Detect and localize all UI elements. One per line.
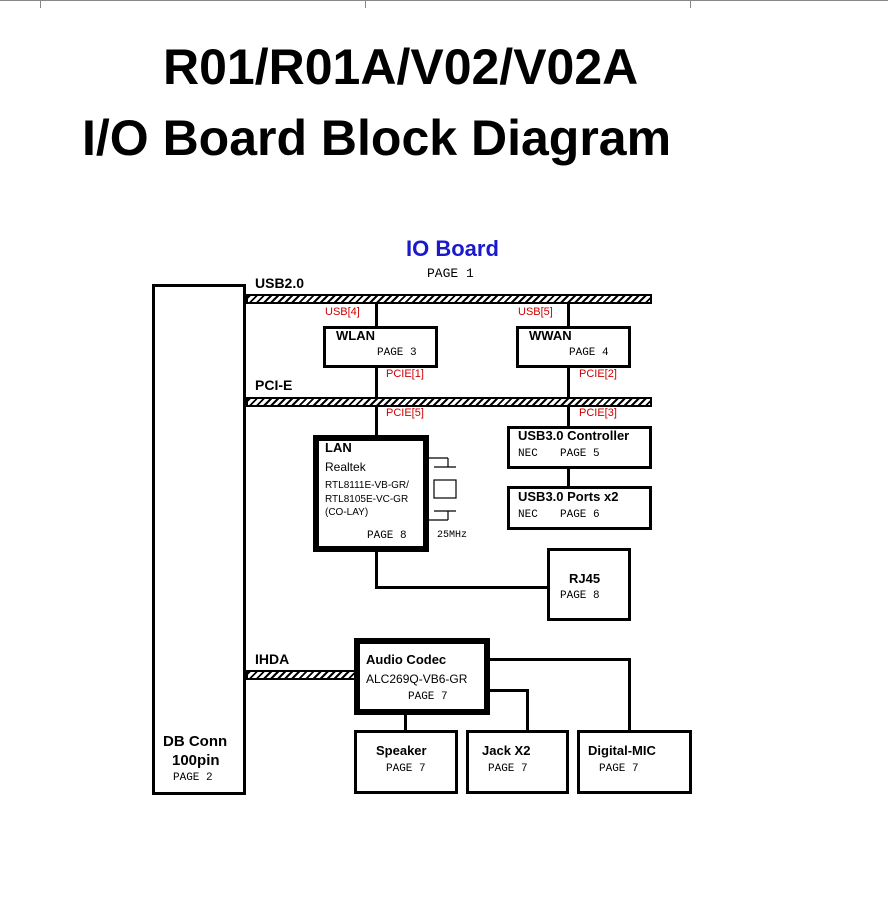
lan-vendor: Realtek xyxy=(325,460,366,474)
db-conn-label-1: DB Conn xyxy=(163,733,228,750)
wwan-page: PAGE 4 xyxy=(569,347,609,359)
rj45-page: PAGE 8 xyxy=(560,590,600,602)
usb3-controller-page: PAGE 5 xyxy=(560,448,600,460)
dmic-page: PAGE 7 xyxy=(599,763,639,775)
signal-pcie1: PCIE[1] xyxy=(386,368,424,380)
usb3-pcie-link xyxy=(567,407,570,428)
wlan-block xyxy=(323,326,438,368)
db-conn-block xyxy=(152,284,246,795)
signal-usb5: USB[5] xyxy=(518,306,553,318)
usb3-ports-block xyxy=(507,486,652,530)
lan-name: LAN xyxy=(325,440,352,455)
speaker-block xyxy=(354,730,458,794)
dmic-block xyxy=(577,730,692,794)
usb3-ports-vendor: NEC xyxy=(518,509,538,521)
wlan-name: WLAN xyxy=(336,328,375,343)
pcie-bus-label: PCI-E xyxy=(255,377,293,393)
rj45-name: RJ45 xyxy=(569,571,601,586)
lan-rj45-link-v xyxy=(375,550,378,588)
lan-part-3: (CO-LAY) xyxy=(325,507,369,518)
jack-name: Jack X2 xyxy=(482,743,531,758)
title-line-2: I/O Board Block Diagram xyxy=(82,110,672,166)
audio-codec-block xyxy=(354,638,490,715)
frame-tick xyxy=(40,0,41,8)
signal-pcie5: PCIE[5] xyxy=(386,407,424,419)
wwan-usb-link xyxy=(567,304,570,326)
dmic-name: Digital-MIC xyxy=(588,743,656,758)
usb3-ports-page: PAGE 6 xyxy=(560,509,600,521)
wwan-block xyxy=(516,326,631,368)
audio-jack-link-h xyxy=(488,689,528,692)
audio-codec-name: Audio Codec xyxy=(366,652,447,667)
wwan-pcie-link xyxy=(567,366,570,397)
usb3-controller-name: USB3.0 Controller xyxy=(518,428,630,443)
lan-part-2: RTL8105E-VC-GR xyxy=(325,494,409,505)
lan-rj45-link-h xyxy=(375,586,549,589)
ihda-bus xyxy=(246,670,356,680)
usb-bus-label: USB2.0 xyxy=(255,275,305,291)
pcie-bus xyxy=(246,397,652,407)
usb3-ctrl-ports-link xyxy=(567,468,570,487)
rj45-block xyxy=(547,548,631,621)
ihda-bus-label: IHDA xyxy=(255,651,290,667)
wwan-name: WWAN xyxy=(529,328,572,343)
lan-part-1: RTL8111E-VB-GR/ xyxy=(325,480,409,491)
crystal-icon xyxy=(428,457,457,521)
usb-bus xyxy=(246,294,652,304)
audio-dmic-link-h xyxy=(488,658,630,661)
usb3-controller-block xyxy=(507,426,652,469)
audio-dmic-link-v xyxy=(628,658,631,732)
usb3-controller-vendor: NEC xyxy=(518,448,538,460)
crystal-freq: 25MHz xyxy=(437,530,468,541)
signal-usb4: USB[4] xyxy=(325,306,360,318)
audio-jack-link-v xyxy=(526,689,529,732)
audio-codec-part: ALC269Q-VB6-GR xyxy=(366,672,468,686)
audio-speaker-link xyxy=(404,713,407,732)
audio-codec-page: PAGE 7 xyxy=(408,691,448,703)
board-page: PAGE 1 xyxy=(427,266,474,281)
frame-tick xyxy=(690,0,691,8)
wlan-usb-link xyxy=(375,304,378,326)
speaker-name: Speaker xyxy=(376,743,427,758)
signal-pcie2: PCIE[2] xyxy=(579,368,617,380)
lan-page: PAGE 8 xyxy=(367,530,407,542)
crystal-symbol xyxy=(428,455,462,525)
frame-line-top xyxy=(0,0,888,1)
jack-block xyxy=(466,730,569,794)
signal-pcie3: PCIE[3] xyxy=(579,407,617,419)
frame-tick xyxy=(365,0,366,8)
title-line-1: R01/R01A/V02/V02A xyxy=(163,39,639,95)
speaker-page: PAGE 7 xyxy=(386,763,426,775)
board-name: IO Board xyxy=(406,236,499,261)
wlan-page: PAGE 3 xyxy=(377,347,417,359)
lan-block xyxy=(313,435,429,552)
db-conn-page: PAGE 2 xyxy=(173,772,213,784)
wlan-pcie-link xyxy=(375,366,378,397)
lan-pcie-link xyxy=(375,407,378,437)
usb3-ports-name: USB3.0 Ports x2 xyxy=(518,489,619,504)
db-conn-label-2: 100pin xyxy=(172,752,220,769)
jack-page: PAGE 7 xyxy=(488,763,528,775)
